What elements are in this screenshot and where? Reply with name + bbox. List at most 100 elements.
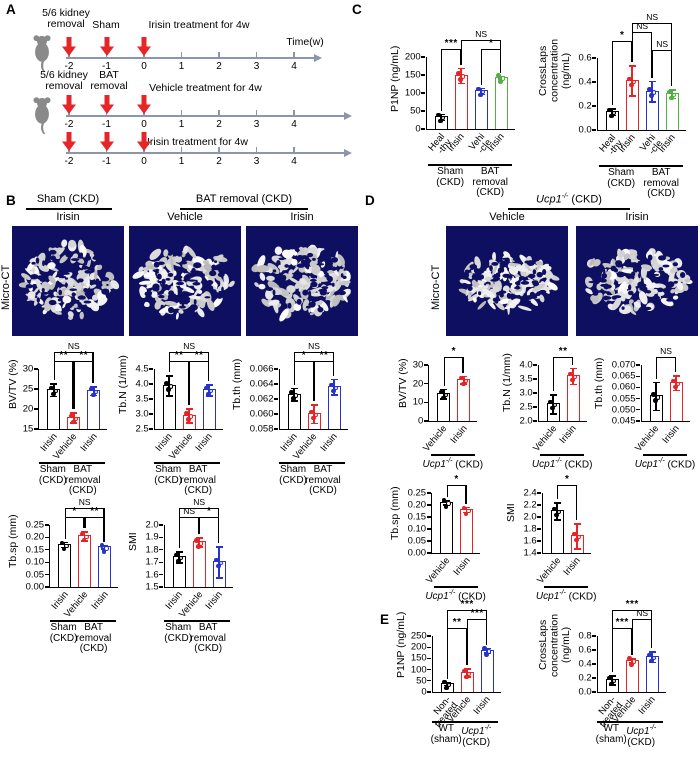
treatment-arrow-icon	[99, 37, 114, 56]
x-tick-label: Vehicle	[534, 555, 563, 586]
axis-tick-label: 1	[178, 156, 185, 167]
significance-bracket-arm	[575, 485, 578, 520]
group-overline	[186, 620, 231, 622]
y-tick-label: 10	[412, 396, 424, 408]
data-point	[649, 93, 654, 98]
data-point	[651, 392, 656, 397]
significance-bracket	[447, 610, 488, 611]
axis-tick-label: 2	[216, 156, 222, 167]
significance-bracket-arm	[84, 517, 86, 529]
y-tick	[533, 392, 538, 394]
x-tick-label: Irisin	[561, 555, 583, 578]
y-tick	[44, 524, 49, 526]
significance-bracket-arm	[459, 49, 462, 65]
axis-tick	[255, 147, 257, 153]
axis-tick-label: 3	[253, 119, 260, 130]
data-point	[194, 538, 199, 543]
y-tick	[427, 635, 432, 637]
y-axis-label: BV/TV (%)	[7, 359, 19, 410]
y-tick-label: 0.070	[611, 359, 636, 371]
error-bar-cap	[61, 541, 69, 544]
data-point	[629, 662, 634, 667]
axis-tick	[218, 147, 220, 153]
axis-tick-label: 4	[291, 119, 297, 130]
y-tick-label: 0.05	[25, 569, 45, 581]
data-point	[466, 508, 471, 514]
data-point	[206, 391, 211, 397]
axis-tick	[255, 110, 257, 116]
error-bar-cap	[553, 502, 561, 504]
axis-tick-label: 4	[291, 61, 297, 72]
significance-bracket	[652, 50, 673, 51]
significance-bracket-arm	[465, 628, 468, 666]
axis-tick-label: -1	[102, 156, 111, 167]
group-overline	[468, 164, 513, 166]
data-point	[442, 679, 447, 685]
y-tick	[592, 649, 597, 651]
x-tick-label: Irisin	[78, 431, 100, 454]
data-point	[459, 375, 464, 381]
y-tick	[159, 549, 164, 551]
significance-label: **	[174, 350, 184, 361]
group-header-bat-removal-ckd: BAT removal (CKD)	[195, 193, 293, 205]
error-bar-cap	[628, 95, 636, 97]
significance-label: **	[90, 506, 99, 517]
y-tick	[426, 504, 431, 506]
y-tick-label: 0.25	[25, 519, 45, 531]
group-overline	[597, 721, 626, 723]
y-tick-label: 2.5	[519, 401, 533, 413]
data-point	[500, 76, 506, 81]
significance-label: **	[319, 350, 329, 361]
group-overline	[599, 165, 644, 167]
axis-tick	[180, 110, 182, 116]
y-tick	[149, 413, 154, 415]
y-tick	[33, 368, 38, 370]
header-underline	[180, 208, 308, 210]
y-tick-label: 0	[415, 123, 421, 135]
significance-bracket	[443, 357, 464, 358]
data-point	[61, 546, 67, 552]
x-tick-label: Irisin	[636, 694, 658, 717]
data-point	[671, 92, 677, 98]
y-tick	[537, 492, 542, 494]
significance-bracket	[314, 361, 334, 362]
data-point	[81, 537, 87, 543]
treatment-arrow-icon	[99, 132, 114, 151]
y-tick	[149, 428, 154, 430]
data-point	[91, 392, 96, 398]
group-label: Sham(CKD)	[49, 622, 78, 644]
data-point	[463, 378, 469, 384]
data-point	[166, 387, 171, 392]
data-point	[104, 546, 109, 551]
error-bar-cap	[477, 87, 485, 90]
error-bar-cap	[81, 531, 89, 533]
y-tick	[426, 552, 431, 554]
axis-tick	[293, 110, 295, 116]
y-tick-label: 0.8	[578, 630, 592, 642]
axis-arrowhead-icon	[344, 111, 352, 120]
axis-tick	[293, 147, 295, 153]
y-tick-label: 0.0	[578, 686, 592, 698]
group-overline	[544, 586, 589, 588]
y-tick-label: 0.2	[578, 672, 592, 684]
group-overline	[301, 462, 345, 464]
y-axis-label: Tb.th (mm)	[231, 358, 243, 411]
group-overline	[71, 620, 116, 622]
group-label: Ucp1-/- (CKD)	[425, 590, 486, 603]
error-bar-cap	[460, 375, 468, 378]
y-tick	[159, 536, 164, 539]
data-point	[436, 112, 441, 118]
error-bar-cap	[310, 404, 318, 406]
data-point	[548, 399, 553, 405]
data-point	[440, 115, 446, 121]
y-tick-label: 0.0	[578, 124, 592, 136]
error-bar-cap	[175, 551, 183, 553]
error-bar-cap	[205, 384, 213, 386]
